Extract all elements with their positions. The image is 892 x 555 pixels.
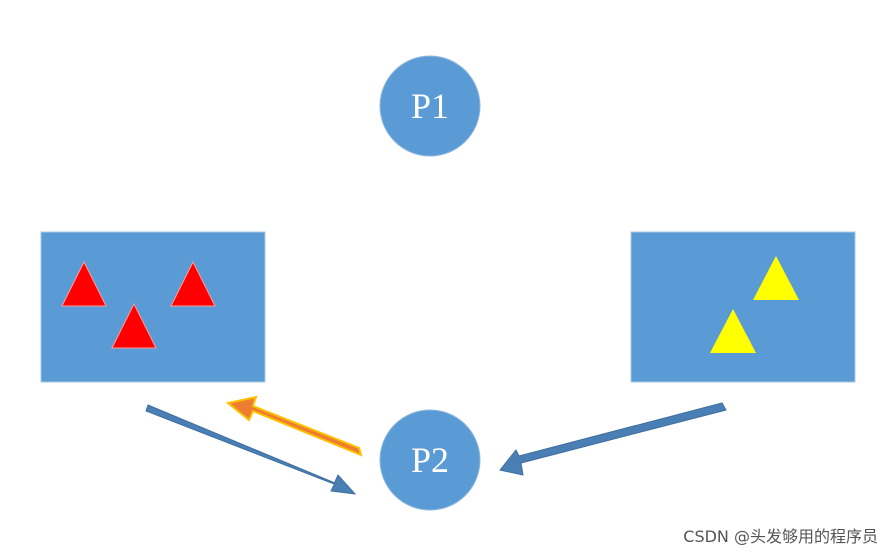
resource-box-left-rect: [40, 231, 266, 383]
resource-box-right-rect: [630, 231, 856, 383]
red-triangle: [111, 302, 157, 349]
arrow-right-box-to-p2: [499, 402, 727, 476]
yellow-triangle: [753, 256, 799, 300]
red-triangle: [170, 260, 216, 307]
process-p1: P1: [379, 55, 481, 157]
process-p2: P2: [379, 409, 481, 511]
arrow-p2-to-left-box: [225, 395, 363, 457]
process-p2-label: P2: [411, 440, 449, 480]
process-p1-circle: [379, 55, 481, 157]
process-p2-circle: [379, 409, 481, 511]
resource-box-left: [40, 231, 266, 383]
process-p1-label: P1: [411, 86, 449, 126]
watermark-text: CSDN @头发够用的程序员: [683, 527, 878, 546]
resource-box-right: [630, 231, 856, 383]
yellow-triangle: [710, 309, 756, 353]
arrow-left-box-to-p2: [145, 404, 357, 495]
red-triangle: [61, 260, 107, 307]
